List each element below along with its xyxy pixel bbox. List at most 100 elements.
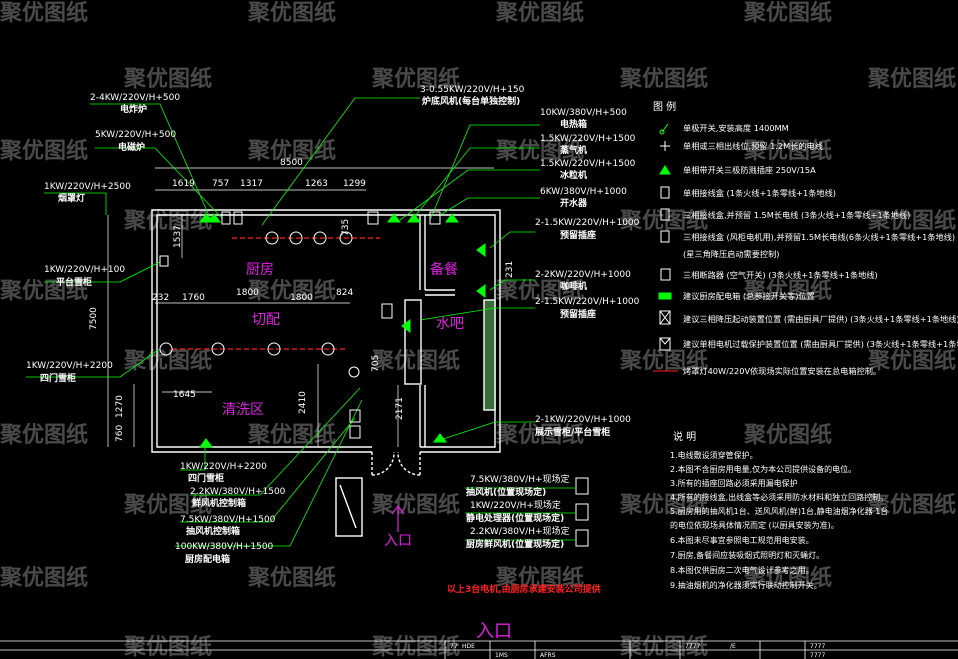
callout-name: 展示雪柜/平台雪柜 (535, 426, 610, 438)
title-cell: 7777 (810, 652, 825, 659)
room-kitchen: 厨房 (246, 262, 274, 278)
watermark: 聚优图纸 (495, 565, 584, 591)
dim-mid: 1760 (182, 293, 205, 303)
junction-box-icon (429, 211, 441, 225)
junction-box-icon (381, 303, 393, 319)
dim-overall-depth: 7500 (89, 307, 99, 330)
watermark: 聚优图纸 (619, 492, 708, 518)
note-item: 的电位依现场具体情况而定 (以厨具安装为准)。 (670, 520, 839, 530)
leader-line (180, 417, 356, 523)
callouts-top: 3-0.55KW/220V/H+150 炉底风机(每台单独控制) (420, 85, 525, 107)
legend-item: 三相接线盒 (风柜电机用),并预留1.5M长电线(6条火线+1条零线+1条地线) (683, 232, 955, 242)
legend-item: 三相断路器 (空气开关) (3条火线+1条零线+1条地线) (683, 270, 878, 280)
dim-top: 757 (212, 179, 229, 189)
dimension-text: 8500 1619 757 1317 1263 1299 232 1760 18… (89, 158, 515, 442)
legend-item: 单相带开关三极防溅插座 250V/15A (683, 165, 816, 175)
callout-name: 烟罩灯 (58, 192, 85, 204)
callout-spec: 2.2KW/380V/H+1500 (190, 487, 286, 497)
legend-item: 单相或三相出线位,预留 1.2M长的电线 (683, 141, 823, 151)
callout-spec: 1KW/220V/H+2500 (44, 182, 131, 192)
callout-spec: 1.5KW/220V/H+1500 (540, 134, 636, 144)
watermark: 聚优图纸 (371, 66, 460, 92)
overload-check-icon (659, 337, 671, 351)
dim-top: 1317 (240, 179, 263, 189)
callout-spec: 3-0.55KW/220V/H+150 (420, 85, 525, 95)
power-point-icon (267, 342, 281, 356)
watermark: 聚优图纸 (867, 348, 956, 374)
junction-box-icon (159, 255, 169, 267)
outlet-icon (433, 433, 447, 443)
watermark: 聚优图纸 (619, 348, 708, 374)
bar-counter (339, 484, 357, 529)
leader-line (26, 349, 159, 378)
watermark: 聚优图纸 (743, 278, 832, 304)
notes: 说 明 1.电线敷设须穿管保护。 2.本图不含厨房用电量,仅为本公司提供设备的电… (670, 430, 888, 590)
dim-left-lower: 1270 (115, 395, 125, 418)
leader-line (439, 197, 540, 216)
callout-name: 厨房配电箱 (185, 553, 230, 565)
entrance-markers: 入口 入口 (384, 505, 512, 642)
terminal-icon (660, 141, 670, 151)
title-cell: 7777 (685, 643, 700, 650)
callout-name: 冰粒机 (560, 169, 587, 181)
legend-item: 三相接线盒,并预留 1.5M长电线 (3条火线+1条零线+1条地线) (683, 210, 910, 220)
dim-center-height: 2410 (298, 391, 308, 414)
outlet-icon (476, 243, 486, 257)
callout-name: 开水器 (560, 197, 588, 209)
junction-box-icon (660, 186, 670, 199)
watermark: 聚优图纸 (247, 278, 336, 304)
watermark: 聚优图纸 (619, 208, 708, 234)
junction-box-icon (349, 425, 361, 439)
three-phase-box-icon (660, 208, 670, 221)
entrance-door (397, 451, 421, 476)
callout-name: 抽风机控制箱 (186, 525, 240, 537)
leader-line (44, 261, 161, 283)
notes-title: 说 明 (673, 430, 696, 443)
watermark: 聚优图纸 (247, 138, 336, 164)
callout-spec: 1.5KW/220V/H+1500 (540, 159, 636, 169)
dim-mid: 1800 (236, 288, 259, 298)
legend: 图 例 单极开关,安装高度 1400MM 单相或三相出线位,预留 1.2M长的电… (653, 100, 958, 376)
callout-spec: 7.5KW/380V/H+1500 (180, 515, 276, 525)
title-cell: 7777 (810, 643, 825, 650)
legend-title: 图 例 (653, 100, 676, 113)
callout-spec: 7.5KW/380V/H+现场定 (470, 473, 570, 485)
junction-box-icon (575, 529, 589, 547)
power-point-icon (211, 342, 225, 356)
watermark: 聚优图纸 (495, 422, 584, 448)
title-cell: /E (730, 643, 736, 650)
watermark: 聚优图纸 (0, 0, 88, 26)
legend-item: 单极开关,安装高度 1400MM (683, 123, 789, 133)
junction-box-icon (349, 409, 361, 423)
entrance-door (371, 451, 395, 476)
outlet-icon (401, 319, 411, 333)
callout-name: 平台雪柜 (56, 276, 92, 288)
leader-line (261, 97, 420, 226)
callout-spec: 2-1.5KW/220V/H+1000 (535, 218, 640, 228)
leader-line (44, 192, 107, 215)
watermark: 聚优图纸 (247, 0, 336, 26)
callout-spec: 2-1.5KW/220V/H+1000 (535, 297, 640, 307)
room-labels: 厨房 备餐 切配 水吧 清洗区 (222, 261, 464, 418)
callout-name: 鲜风机控制箱 (192, 497, 246, 509)
callout-spec: 2-1KW/220V/H+1000 (535, 415, 631, 425)
panel-icon (658, 292, 672, 300)
callout-name: 抽风机(位置现场定) (466, 486, 546, 498)
leader-lines (26, 97, 575, 547)
power-point-icon (313, 231, 327, 245)
leader-line (175, 399, 363, 547)
outlet-icon (199, 438, 213, 448)
watermark: 聚优图纸 (0, 422, 88, 448)
walls (151, 209, 501, 537)
callout-spec: 2-2KW/220V/H+1000 (535, 270, 631, 280)
callouts-bottom-left: 1KW/220V/H+2200 四门雪柜 2.2KW/380V/H+1500 鲜… (175, 462, 286, 565)
watermark: 聚优图纸 (619, 634, 708, 659)
dim-bar-height: 2171 (395, 397, 405, 420)
legend-item: 建议三相降压起动装置位置 (需由厨具厂提供) (3条火线+1条零线+1条地线) (683, 314, 958, 324)
watermark: 聚优图纸 (123, 348, 212, 374)
entrance-label-bottom: 入口 (476, 621, 512, 642)
outer-wall (151, 209, 501, 453)
legend-item: 烤罩灯40W/220V依现场实际位置安装在总电箱控制。 (683, 366, 881, 376)
power-point-icon (159, 342, 173, 356)
